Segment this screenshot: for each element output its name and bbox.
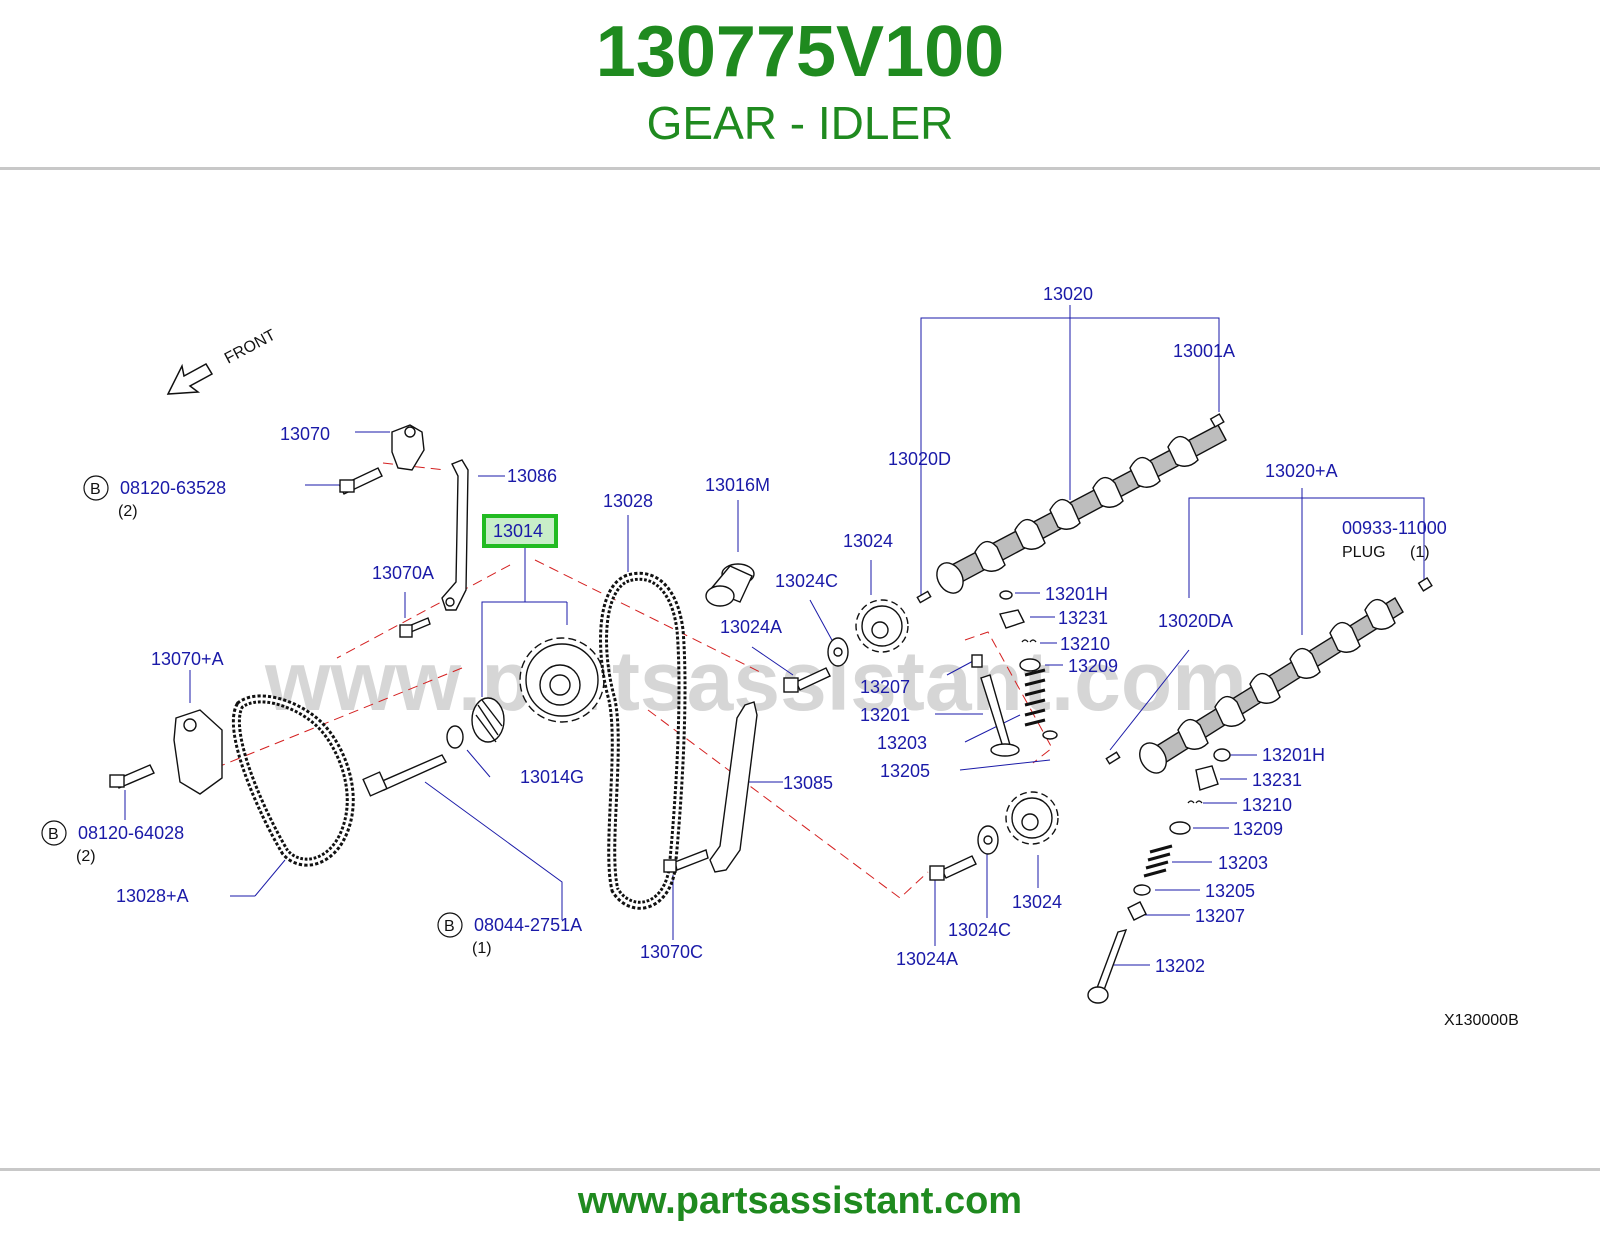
part-name: GEAR - IDLER	[646, 97, 954, 149]
label-qty-64028: (2)	[76, 848, 96, 865]
label-13207-upper[interactable]: 13207	[860, 677, 910, 697]
front-direction-arrow-icon	[166, 362, 214, 395]
label-00933-11000[interactable]: 00933-11000	[1342, 518, 1447, 538]
leader-lines	[124, 305, 1425, 966]
b-marker-icon	[41, 475, 463, 938]
footer-url[interactable]: www.partsassistant.com	[577, 1180, 1023, 1222]
highlight-13014[interactable]: 13014	[482, 514, 558, 548]
label-08120-64028[interactable]: 08120-64028	[78, 823, 184, 843]
bolt-13070A	[399, 617, 431, 638]
timing-chain-13028	[599, 571, 687, 910]
valve-train-lower	[1087, 748, 1231, 1004]
label-13203-lower[interactable]: 13203	[1218, 853, 1268, 873]
label-qty-08044: (1)	[472, 940, 492, 957]
label-13024-lower[interactable]: 13024	[1012, 892, 1062, 912]
label-13210-upper[interactable]: 13210	[1060, 634, 1110, 654]
label-13001A[interactable]: 13001A	[1173, 341, 1235, 361]
label-13024-upper[interactable]: 13024	[843, 531, 893, 551]
bolt-13024A-lower	[929, 855, 977, 881]
label-13085[interactable]: 13085	[783, 773, 833, 793]
chain-tensioner-upper	[339, 424, 425, 495]
label-13231-upper[interactable]: 13231	[1058, 608, 1108, 628]
label-13070A[interactable]: 13070A	[372, 563, 434, 583]
chain-tensioner-lower	[109, 709, 223, 795]
label-13070[interactable]: 13070	[280, 424, 330, 444]
label-13201H-lower[interactable]: 13201H	[1262, 745, 1325, 765]
label-13210-lower[interactable]: 13210	[1242, 795, 1292, 815]
chain-guide-13085	[709, 701, 758, 873]
reference-code: X130000B	[1444, 1012, 1519, 1029]
label-13016M[interactable]: 13016M	[705, 475, 770, 495]
label-13209-upper[interactable]: 13209	[1068, 656, 1118, 676]
part-number: 130775V100	[595, 12, 1005, 92]
header: 130775V100 GEAR - IDLER	[0, 0, 1600, 168]
label-13028[interactable]: 13028	[603, 491, 653, 511]
label-13086[interactable]: 13086	[507, 466, 557, 486]
label-13203-upper[interactable]: 13203	[877, 733, 927, 753]
label-08120-63528[interactable]: 08120-63528	[120, 478, 226, 498]
highlight-13014-label: 13014	[493, 521, 543, 541]
label-13020[interactable]: 13020	[1043, 284, 1093, 304]
header-divider	[0, 167, 1600, 170]
gear-13014G	[446, 697, 505, 749]
label-13028-A[interactable]: 13028+A	[116, 886, 189, 906]
label-13070-A[interactable]: 13070+A	[151, 649, 224, 669]
label-plug: PLUG	[1342, 544, 1386, 561]
label-13024A-upper[interactable]: 13024A	[720, 617, 782, 637]
label-13020D[interactable]: 13020D	[888, 449, 951, 469]
chain-guide-13086	[441, 459, 469, 611]
idler-sprocket-13014	[519, 637, 605, 723]
label-13024A-lower[interactable]: 13024A	[896, 949, 958, 969]
bolt-13024A-upper	[783, 667, 831, 693]
camshaft-upper	[916, 413, 1227, 604]
label-13209-lower[interactable]: 13209	[1233, 819, 1283, 839]
parts-diagram-svg: www.partsassistant.com FRONT	[41, 284, 1519, 1029]
front-label: FRONT	[222, 327, 279, 368]
parts-diagram: www.partsassistant.com FRONT	[0, 170, 1600, 1168]
footer-divider	[0, 1168, 1600, 1171]
label-qty-63528: (2)	[118, 503, 138, 520]
label-13201H-upper[interactable]: 13201H	[1045, 584, 1108, 604]
label-13231-lower[interactable]: 13231	[1252, 770, 1302, 790]
label-13202[interactable]: 13202	[1155, 956, 1205, 976]
cam-sprocket-lower	[977, 791, 1059, 855]
b-marker-1: B	[90, 481, 101, 498]
bolt-13070C	[663, 849, 709, 873]
label-13207-lower[interactable]: 13207	[1195, 906, 1245, 926]
label-13014G[interactable]: 13014G	[520, 767, 584, 787]
bolt-08044-2751A	[362, 754, 447, 797]
label-13020DA[interactable]: 13020DA	[1158, 611, 1233, 631]
label-13205-lower[interactable]: 13205	[1205, 881, 1255, 901]
cam-bushing-13016M	[705, 563, 755, 607]
timing-chain-13028A	[231, 694, 355, 867]
label-08044-2751A[interactable]: 08044-2751A	[474, 915, 582, 935]
cam-sprocket-upper	[827, 599, 909, 667]
label-13201[interactable]: 13201	[860, 705, 910, 725]
camshaft-lower	[1105, 576, 1433, 774]
valve-train-upper	[971, 590, 1058, 757]
label-13070C[interactable]: 13070C	[640, 942, 703, 962]
label-13205-upper[interactable]: 13205	[880, 761, 930, 781]
label-13024C-upper[interactable]: 13024C	[775, 571, 838, 591]
label-plug-qty: (1)	[1410, 544, 1430, 561]
label-13024C-lower[interactable]: 13024C	[948, 920, 1011, 940]
label-13020-A[interactable]: 13020+A	[1265, 461, 1338, 481]
b-marker-2: B	[48, 826, 59, 843]
b-marker-3: B	[444, 918, 455, 935]
